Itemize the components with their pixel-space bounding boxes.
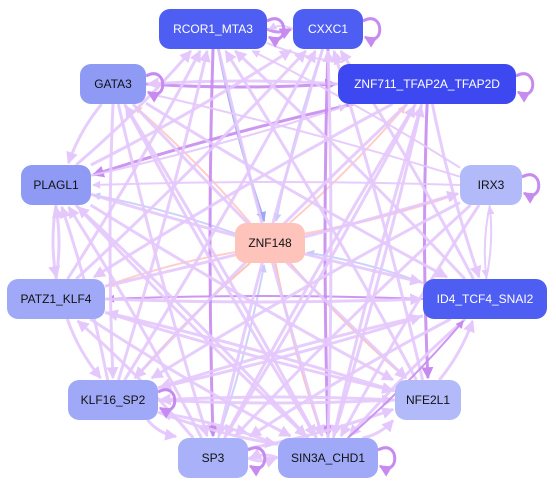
edge-cxxc1-to-rcor1_mta3	[268, 22, 294, 30]
edge-znf148-to-patz1_klf4	[106, 251, 236, 288]
edge-patz1_klf4-to-nfe2l1	[104, 310, 395, 394]
edge-plagl1-to-sin3a_chd1	[74, 203, 308, 438]
self-loop-sp3	[247, 446, 267, 477]
self-loop-znf711	[515, 72, 535, 103]
node-box	[178, 438, 248, 478]
self-loop-cxxc1	[362, 17, 382, 48]
edge-nfe2l1-to-rcor1_mta3	[224, 49, 418, 381]
node-plagl1[interactable]: PLAGL1	[21, 165, 91, 205]
edge-nfe2l1-to-klf16_sp2	[158, 393, 396, 406]
edge-irx3-to-klf16_sp2	[150, 201, 461, 380]
node-id4[interactable]: ID4_TCF4_SNAI2	[423, 279, 547, 319]
edge-gata3-to-sin3a_chd1	[123, 103, 317, 438]
edge-rcor1_mta3-to-sp3	[206, 48, 219, 438]
node-box	[80, 64, 146, 104]
self-loop-sin3a_chd1	[377, 446, 397, 477]
edge-sp3-to-nfe2l1	[247, 407, 395, 451]
edge-irx3-to-sp3	[234, 203, 472, 438]
edge-nfe2l1-to-id4	[438, 319, 475, 381]
edge-sin3a_chd1-to-nfe2l1	[362, 419, 395, 440]
edge-id4-to-klf16_sp2	[158, 314, 424, 390]
node-box	[278, 438, 378, 478]
edge-znf711-to-nfe2l1	[421, 103, 434, 380]
edge-klf16_sp2-to-cxxc1	[123, 49, 317, 381]
node-box	[460, 165, 522, 205]
self-loop-klf16_sp2	[157, 388, 177, 419]
edge-irx3-to-rcor1_mta3	[251, 50, 461, 169]
edge-gata3-to-plagl1	[66, 103, 103, 165]
edge-sin3a_chd1-to-klf16_sp2	[158, 408, 279, 446]
edge-patz1_klf4-to-id4	[104, 293, 423, 306]
node-znf711[interactable]: ZNF711_TFAP2A_TFAP2D	[338, 64, 516, 104]
edge-plagl1-to-znf711	[90, 104, 347, 177]
edge-znf711-to-sp3	[224, 103, 417, 438]
node-sin3a-chd1[interactable]: SIN3A_CHD1	[278, 438, 378, 478]
node-rcor1-mta3[interactable]: RCOR1_MTA3	[159, 9, 267, 49]
node-irx3[interactable]: IRX3	[460, 165, 522, 205]
edge-rcor1_mta3-to-cxxc1	[266, 27, 293, 40]
edge-id4-to-patz1_klf4	[106, 294, 424, 303]
self-loop-rcor1_mta3	[266, 17, 286, 48]
node-box	[159, 9, 267, 49]
self-loop-layer	[145, 17, 541, 477]
node-box	[21, 165, 91, 205]
edge-znf148-to-znf711	[289, 105, 407, 224]
node-box	[423, 279, 547, 319]
edge-id4-to-rcor1_mta3	[234, 49, 466, 281]
node-box	[338, 64, 516, 104]
edge-patz1_klf4-to-klf16_sp2	[65, 318, 102, 379]
node-sp3[interactable]: SP3	[178, 438, 248, 478]
edge-sp3-to-plagl1	[67, 205, 203, 439]
edge-sin3a_chd1-to-znf711	[331, 104, 425, 439]
edge-sp3-to-patz1_klf4	[76, 319, 195, 439]
edge-sin3a_chd1-to-plagl1	[76, 205, 310, 440]
self-loop-gata3	[145, 72, 165, 103]
edge-irx3-to-plagl1	[92, 180, 461, 189]
edge-sp3-to-znf711	[223, 104, 416, 439]
node-cxxc1[interactable]: CXXC1	[293, 9, 363, 49]
edge-irx3-to-gata3	[147, 91, 461, 178]
node-nfe2l1[interactable]: NFE2L1	[395, 380, 461, 420]
node-box	[7, 279, 105, 319]
node-box	[235, 223, 305, 263]
node-box	[395, 380, 461, 420]
edge-plagl1-to-patz1_klf4	[48, 204, 61, 279]
edge-patz1_klf4-to-cxxc1	[75, 49, 307, 281]
edge-patz1_klf4-to-plagl1	[51, 205, 64, 280]
edge-gata3-to-id4	[145, 101, 448, 279]
node-box	[293, 9, 363, 49]
edge-nfe2l1-to-patz1_klf4	[105, 309, 396, 393]
node-znf148[interactable]: ZNF148	[235, 223, 305, 263]
self-loop-irx3	[521, 173, 541, 204]
edge-patz1_klf4-to-rcor1_mta3	[66, 49, 202, 280]
edge-cxxc1-to-sin3a_chd1	[321, 48, 334, 438]
edge-klf16_sp2-to-sp3	[146, 419, 178, 441]
edge-gata3-to-znf711	[145, 78, 338, 91]
edge-layer	[48, 22, 495, 468]
edge-irx3-to-id4	[481, 204, 491, 278]
edge-sin3a_chd1-to-gata3	[124, 104, 318, 439]
edge-id4-to-sp3	[248, 317, 452, 438]
edge-znf711-to-patz1_klf4	[92, 102, 394, 279]
edge-klf16_sp2-to-rcor1_mta3	[116, 49, 211, 381]
edge-znf711-to-sin3a_chd1	[330, 103, 424, 438]
edge-gata3-to-sp3	[116, 103, 210, 438]
node-box	[68, 380, 158, 420]
node-gata3[interactable]: GATA3	[80, 64, 146, 104]
edge-id4-to-sin3a_chd1	[348, 317, 467, 437]
node-patz1-klf4[interactable]: PATZ1_KLF4	[7, 279, 105, 319]
edge-znf148-to-gata3	[134, 105, 252, 224]
edge-sin3a_chd1-to-cxxc1	[322, 49, 335, 439]
node-klf16-sp2[interactable]: KLF16_SP2	[68, 380, 158, 420]
